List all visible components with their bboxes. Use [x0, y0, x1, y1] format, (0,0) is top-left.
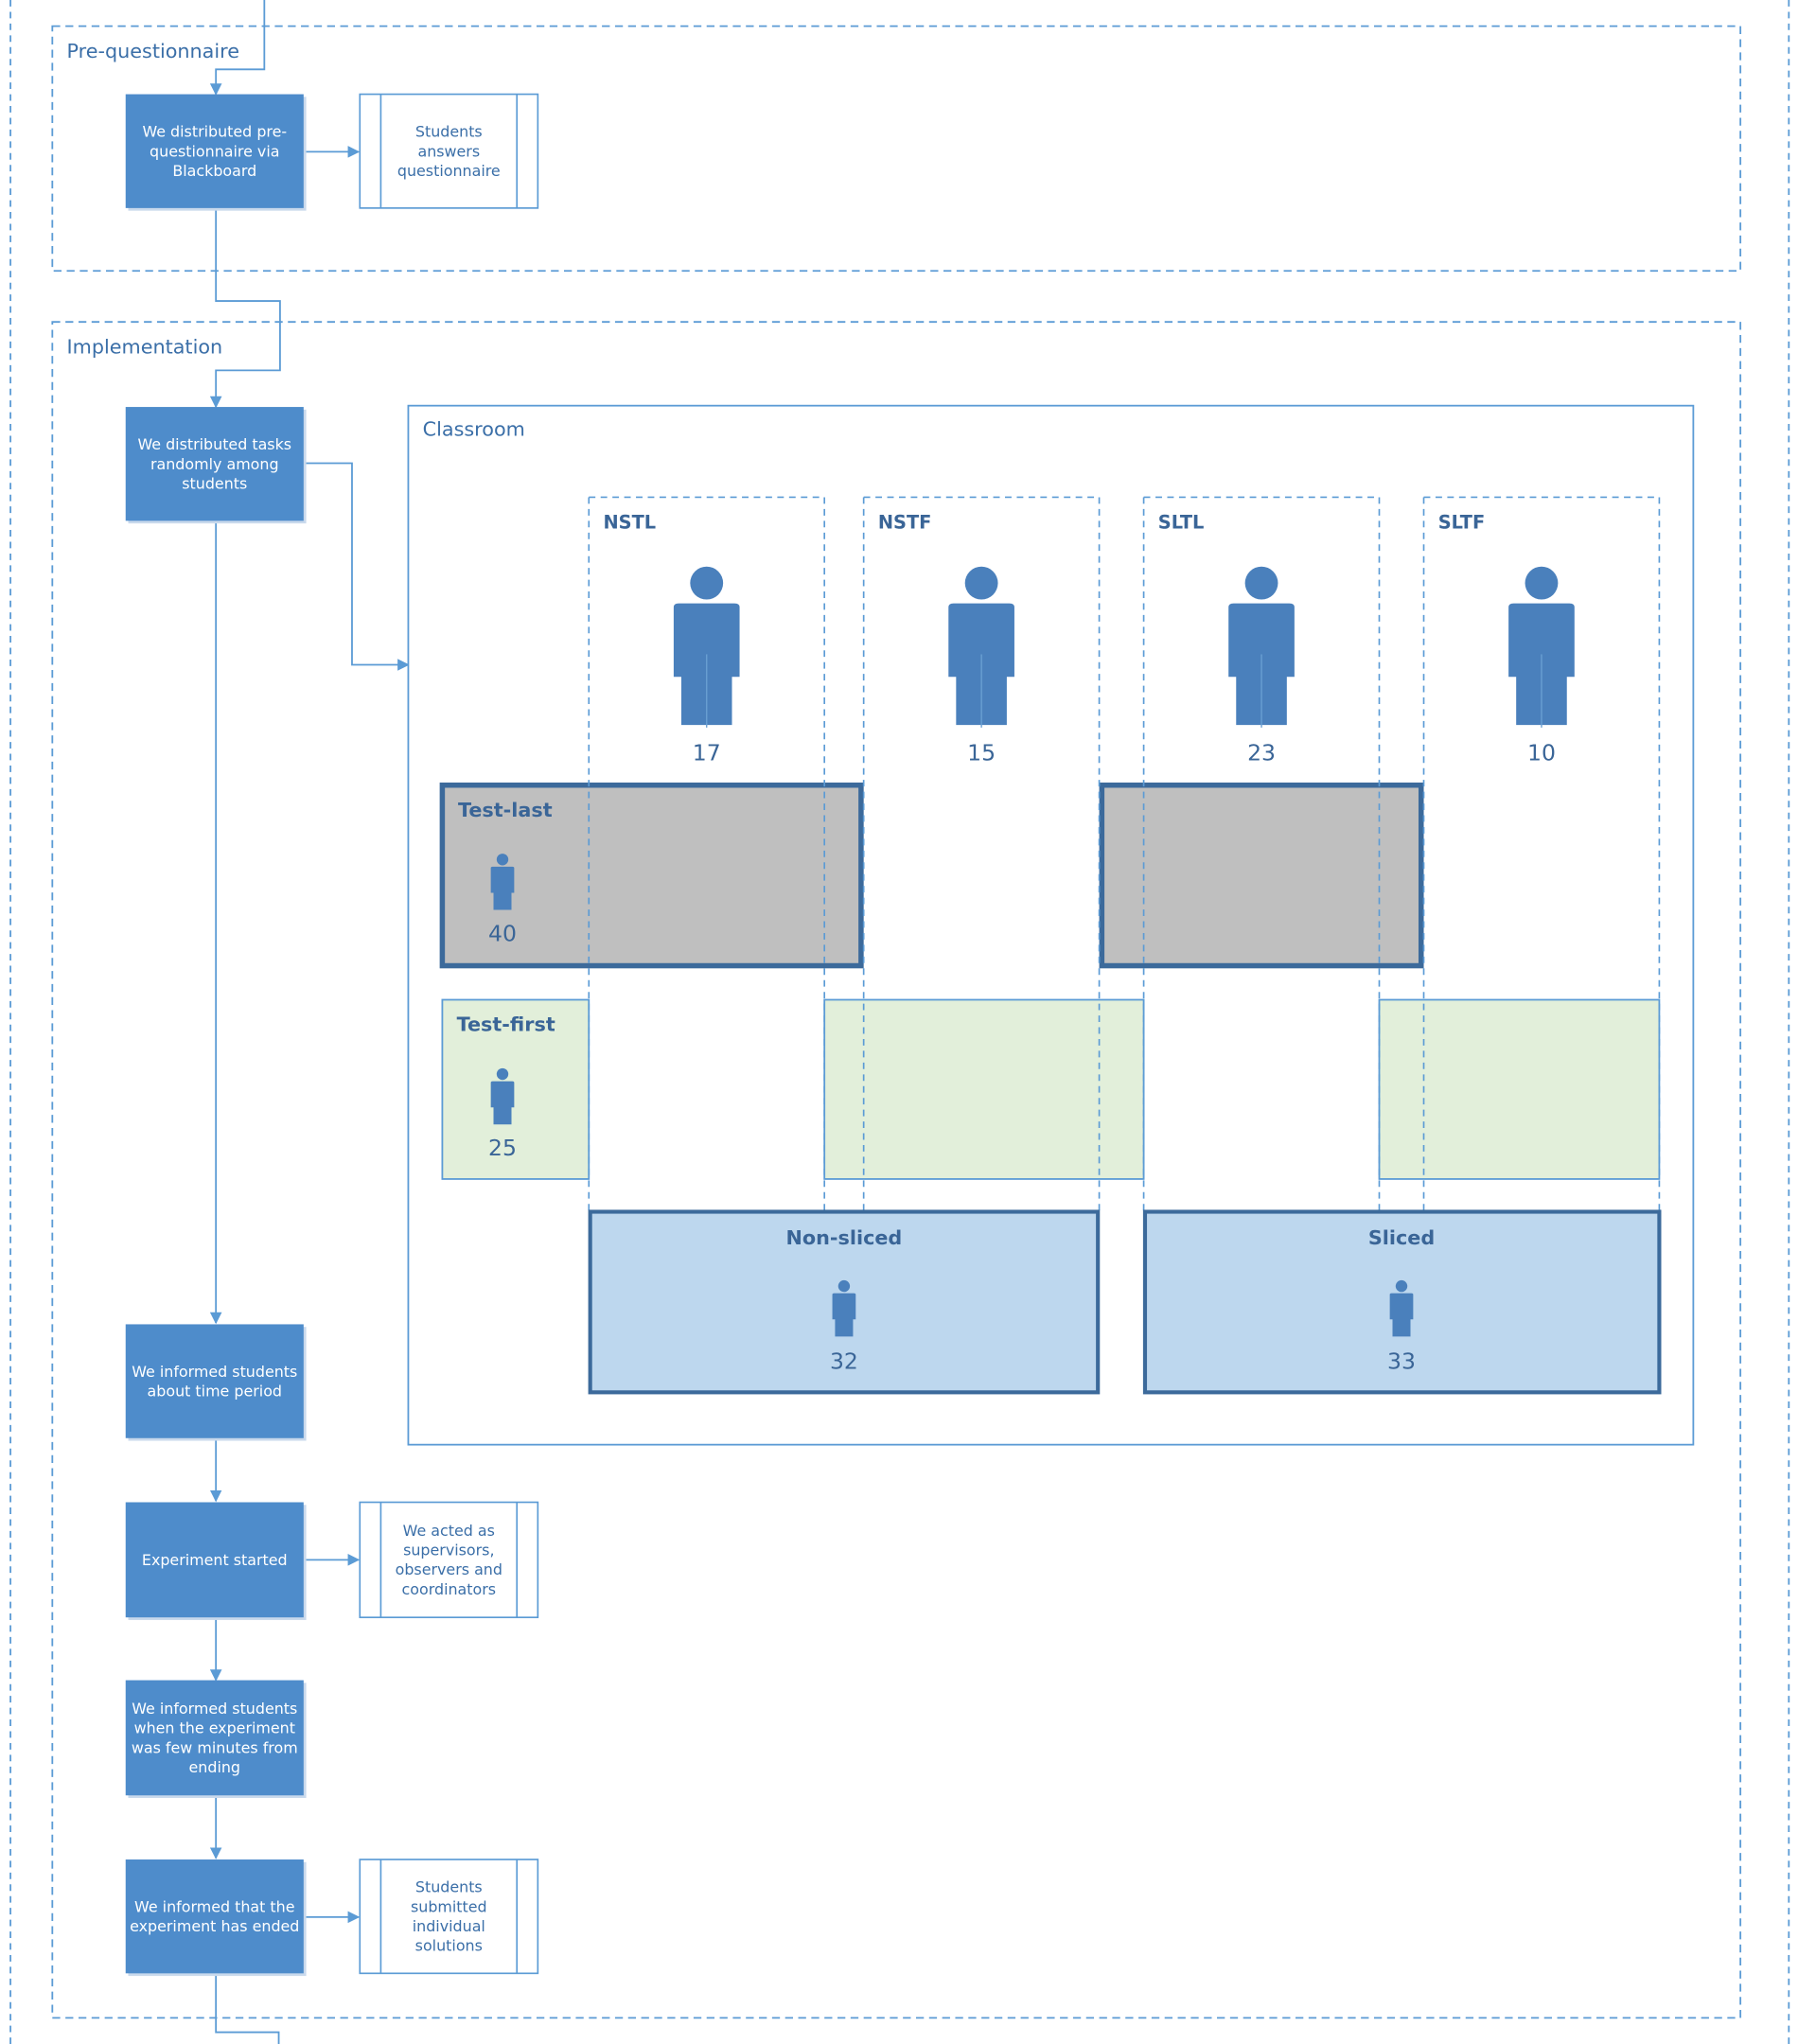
test-first-block: Test-first 25: [441, 998, 1661, 1180]
group-nstl: NSTL 17: [603, 512, 740, 766]
step-box: [125, 407, 304, 521]
step-inform-ending-line: when the experiment: [134, 1719, 295, 1737]
step-distribute-prequestionnaire-line: We distributed pre-: [142, 123, 287, 141]
group-name: SLTL: [1158, 512, 1205, 534]
test-last-label: Test-last: [458, 799, 553, 821]
doc-submitted-line: Students: [415, 1878, 483, 1896]
classroom-label: Classroom: [423, 417, 525, 440]
pre-questionnaire-section: [51, 25, 1742, 273]
step-experiment-started: Experiment started: [125, 1502, 307, 1620]
step-box: [125, 1324, 304, 1438]
doc-supervisors: We acted as supervisors,observers and coor…: [359, 1501, 539, 1619]
step-inform-ending-line: We informed students: [132, 1700, 297, 1718]
group-nstf: NSTF 15: [878, 512, 1014, 766]
step-inform-ended-line: We informed that the: [134, 1897, 294, 1915]
student-groups: NSTL 17 NSTF 15 SLTL 23 SLTF 10: [603, 512, 1575, 766]
step-box: [125, 1680, 304, 1796]
doc-students-answers-line: answers: [417, 142, 480, 160]
group-name: NSTL: [603, 512, 656, 534]
test-last-count: 40: [488, 920, 517, 946]
sliced-count: 33: [1387, 1348, 1416, 1374]
doc-students-answers-line: Students: [415, 123, 483, 141]
step-box: [125, 94, 304, 208]
implementation-label: Implementation: [67, 335, 223, 358]
test-first-box-nstf: [823, 998, 1145, 1180]
document-box: [359, 1501, 539, 1619]
group-name: NSTF: [878, 512, 932, 534]
doc-students-answers-line: questionnaire: [397, 162, 501, 180]
document-box: [359, 1859, 539, 1975]
step-distribute-prequestionnaire-line: Blackboard: [172, 162, 256, 180]
step-distribute-prequestionnaire-line: questionnaire via: [150, 142, 279, 160]
connectors: [209, 0, 410, 2044]
group-border-sltl: [1142, 496, 1381, 1212]
group-border-sltf: [1422, 496, 1661, 1212]
step-inform-time-line: about time period: [148, 1382, 282, 1400]
group-name: SLTF: [1438, 512, 1485, 534]
group-sltf: SLTF 10: [1438, 512, 1575, 766]
process-steps: We distributed pre-questionnaire viaBlac…: [125, 94, 307, 1977]
group-border-nstf: [862, 496, 1101, 1212]
doc-submitted-line: solutions: [415, 1937, 483, 1955]
step-inform-ending-line: ending: [189, 1758, 241, 1776]
step-distribute-tasks: We distributed tasks randomly amongstuden…: [125, 407, 307, 524]
step-box: [125, 1859, 304, 1974]
doc-submitted-line: individual: [413, 1917, 485, 1935]
doc-supervisors-line: We acted as: [403, 1522, 495, 1540]
doc-supervisors-line: observers and: [396, 1560, 502, 1578]
group-border-nstl: [588, 496, 826, 1212]
group-count: 15: [967, 739, 996, 766]
doc-supervisors-line: supervisors,: [403, 1542, 494, 1559]
test-first-count: 25: [488, 1135, 517, 1161]
test-first-box: [441, 998, 591, 1180]
non-sliced-label: Non-sliced: [786, 1226, 903, 1249]
step-distribute-tasks-line: students: [182, 474, 247, 492]
step-distribute-tasks-line: We distributed tasks: [137, 435, 291, 453]
group-count: 10: [1527, 739, 1556, 766]
step-inform-time-line: We informed students: [132, 1363, 297, 1381]
step-experiment-started-line: Experiment started: [142, 1551, 288, 1569]
step-inform-ended-line: experiment has ended: [130, 1917, 299, 1935]
test-last-block: Test-last 40: [439, 782, 1424, 969]
sliced-block: Sliced 33: [1142, 1209, 1662, 1395]
test-first-label: Test-first: [457, 1013, 555, 1036]
pre-questionnaire-label: Pre-questionnaire: [67, 40, 239, 62]
doc-submitted-line: submitted: [411, 1897, 487, 1915]
step-inform-ending-line: was few minutes from: [132, 1738, 298, 1756]
group-count: 17: [693, 739, 721, 766]
doc-supervisors-line: coordinators: [402, 1580, 497, 1598]
group-sltl: SLTL 23: [1158, 512, 1295, 766]
step-box: [125, 1502, 304, 1618]
non-sliced-count: 32: [830, 1348, 858, 1374]
document-box: [359, 93, 539, 209]
test-first-box-sltf: [1378, 998, 1661, 1180]
sliced-label: Sliced: [1368, 1226, 1435, 1249]
step-inform-ended: We informed that the experiment has ended: [125, 1859, 307, 1977]
step-distribute-tasks-line: randomly among: [150, 455, 279, 473]
group-count: 23: [1247, 739, 1276, 766]
non-sliced-block: Non-sliced 32: [588, 1209, 1101, 1395]
step-distribute-prequestionnaire: We distributed pre-questionnaire viaBlac…: [125, 94, 307, 211]
group-borders: [588, 496, 1661, 1212]
test-last-box-sltl: [1099, 782, 1424, 969]
implementation-section: [51, 321, 1742, 2019]
